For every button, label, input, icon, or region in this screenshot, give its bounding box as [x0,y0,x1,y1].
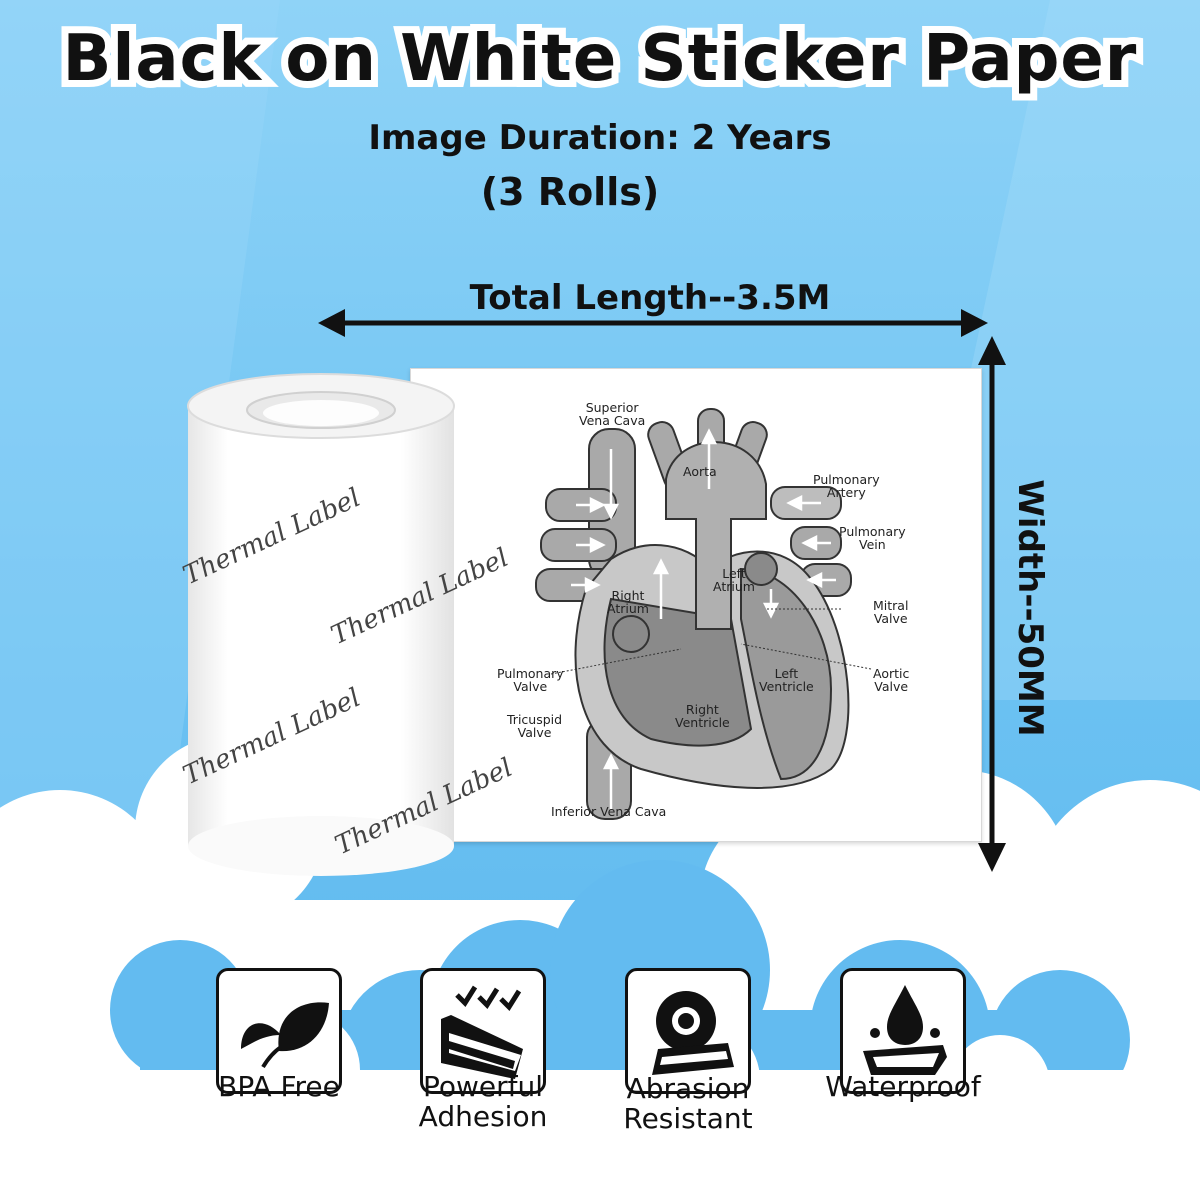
feature-bpa-free [216,968,342,1094]
label-roll: Thermal Label Thermal Label Thermal Labe… [179,372,517,882]
feature-waterproof [840,968,966,1094]
feature-abrasion-resistant [625,968,751,1094]
feature-label-abrasion-resistant: Abrasion Resistant [623,1072,753,1135]
diagram-label-aorta: Aorta [683,464,717,479]
roll-count-text: (3 Rolls) [480,170,660,214]
tape-roll-icon [652,991,734,1075]
image-duration-text: Image Duration: 2 Years [368,118,832,158]
total-length-label: Total Length--3.5M [469,278,831,318]
adhesion-icon [441,985,523,1079]
feature-label-powerful-adhesion: Powerful Adhesion [418,1070,548,1133]
width-label: Width--50MM [1010,479,1050,737]
diagram-label-inferior-vena-cava: Inferior Vena Cava [551,804,667,819]
water-drop-icon [863,985,947,1075]
page-title: Black on White Sticker Paper [56,15,1144,103]
roll-shape [187,373,455,876]
leaf-icon [241,1002,329,1069]
feature-label-waterproof: Waterproof [825,1070,981,1103]
heart-diagram [535,408,872,820]
feature-label-bpa-free: BPA Free [218,1070,340,1103]
feature-powerful-adhesion [420,968,546,1094]
